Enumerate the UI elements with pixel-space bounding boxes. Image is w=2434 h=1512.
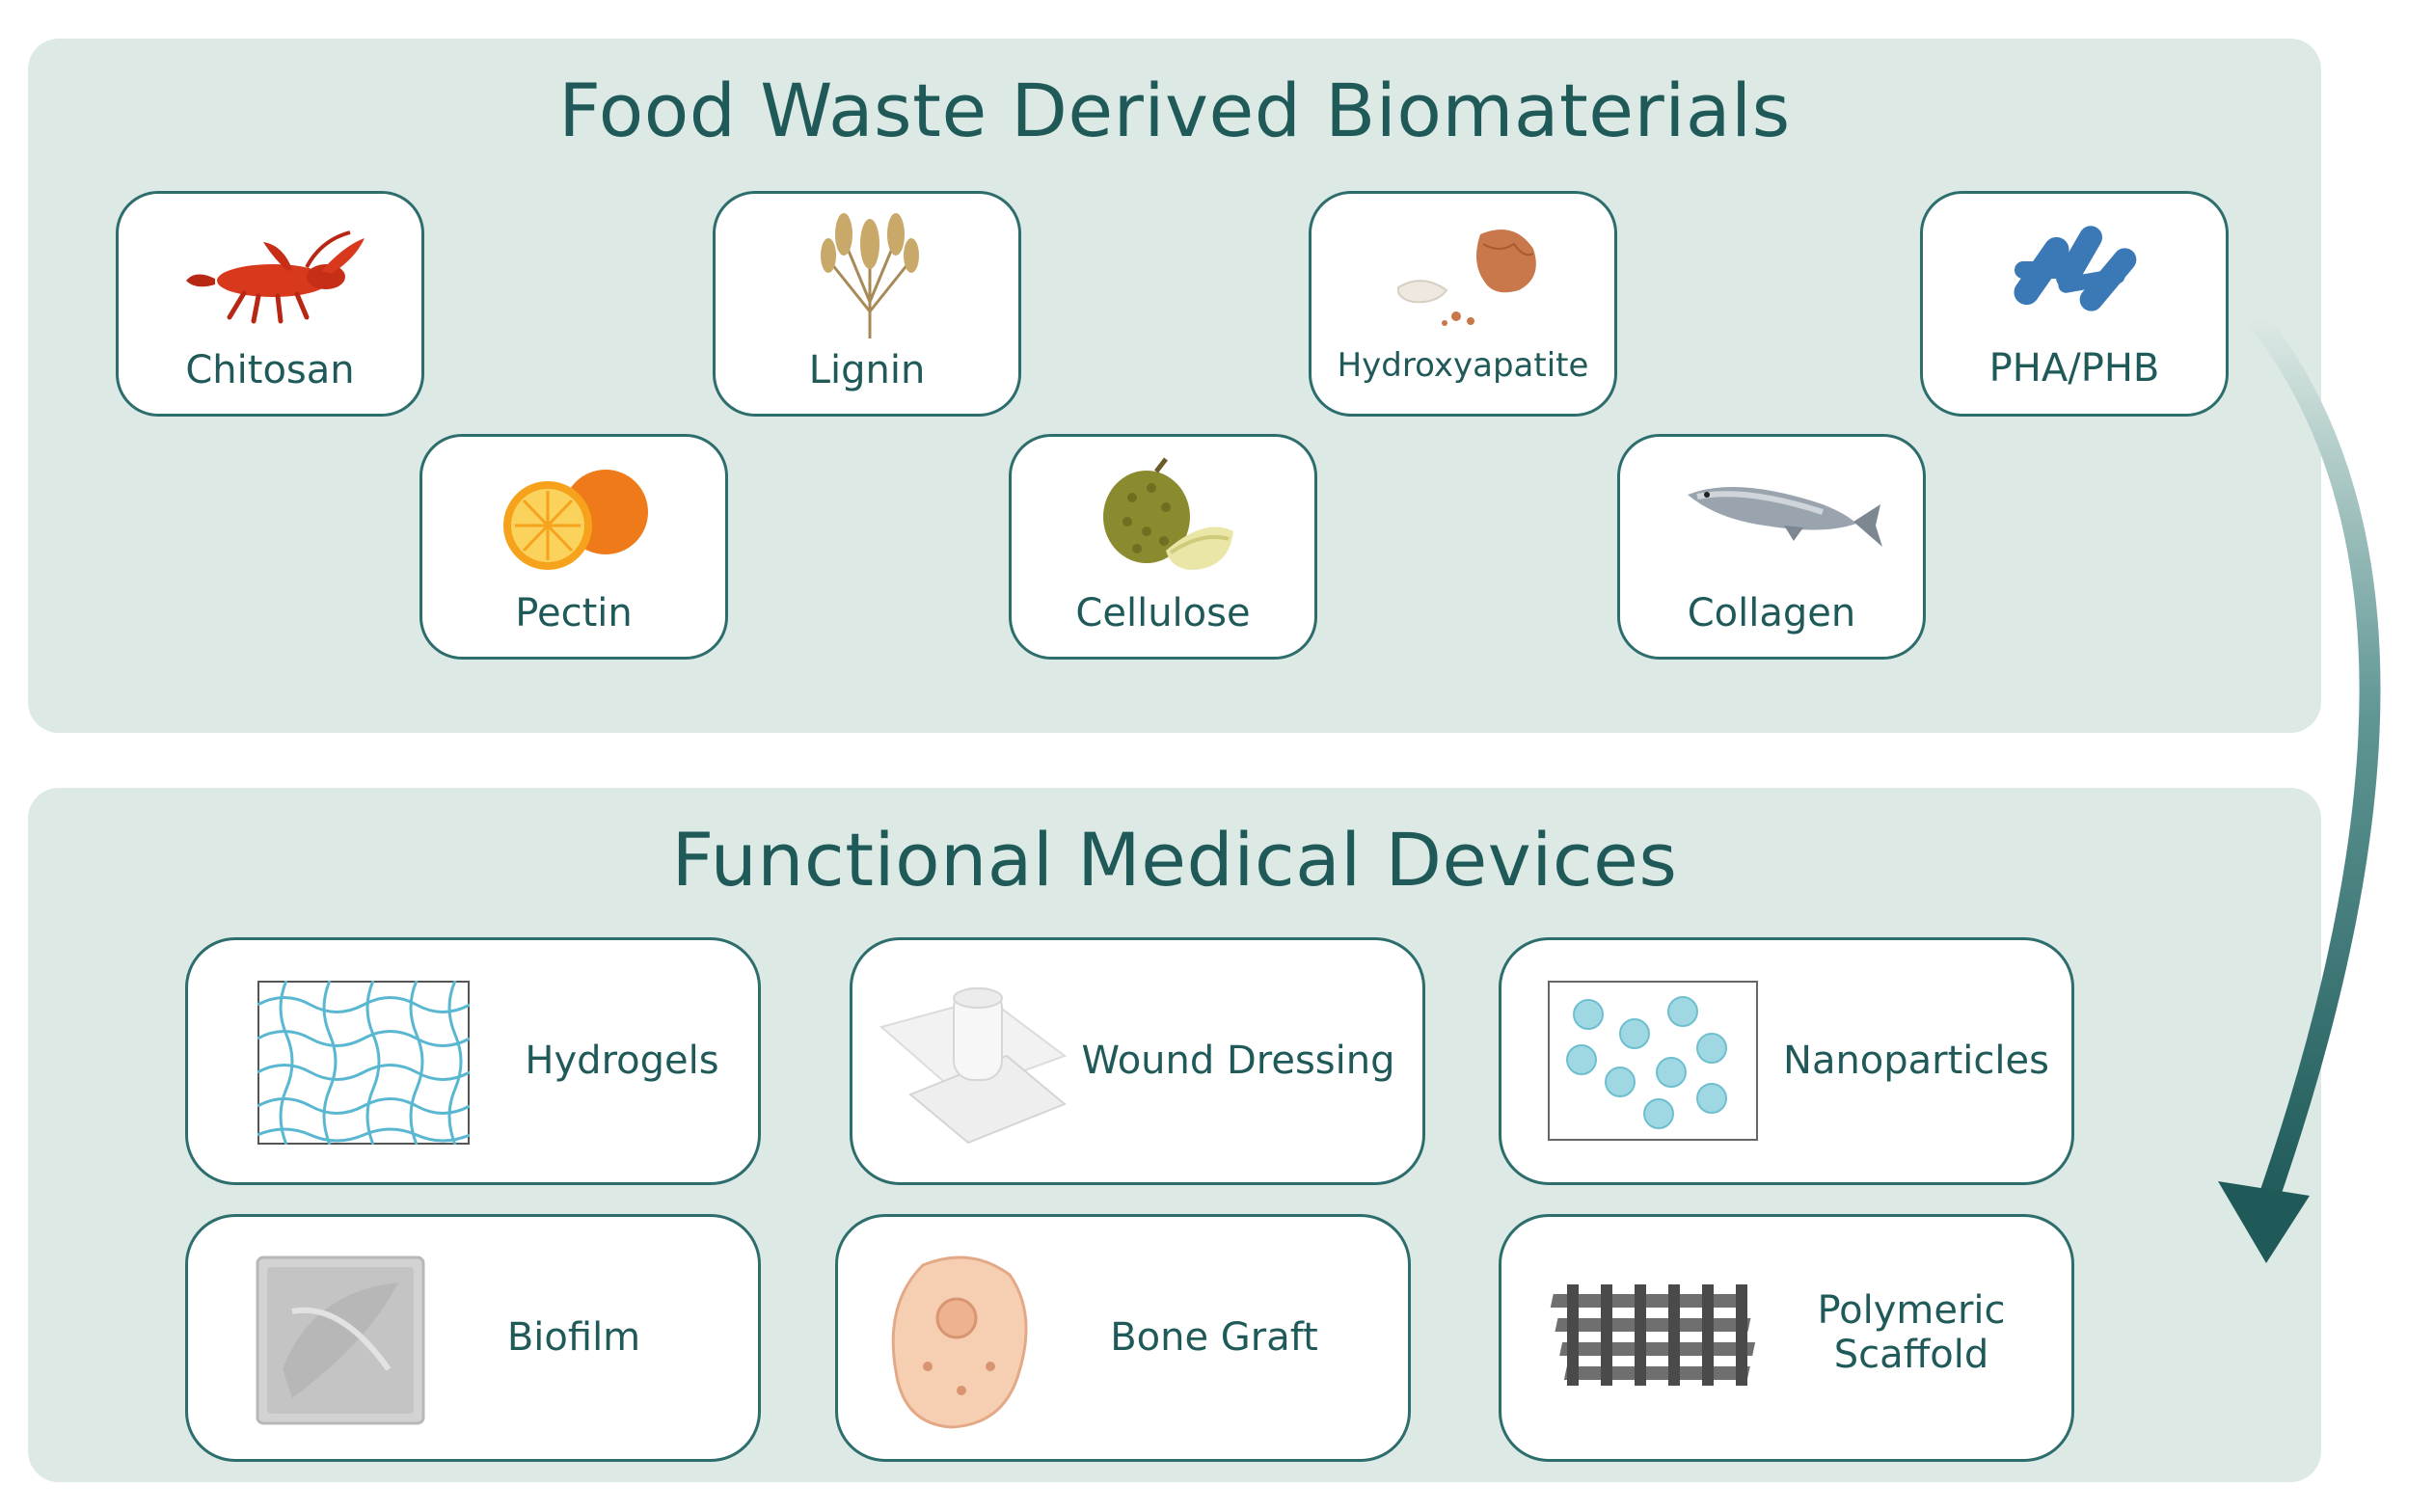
cell-icon	[891, 1256, 1028, 1429]
card-bone-graft: Bone Graft	[835, 1214, 1411, 1462]
card-wound-dressing: Wound Dressing	[850, 937, 1425, 1185]
card-label: PHA/PHB	[1988, 346, 2160, 391]
biomaterials-title: Food Waste Derived Biomaterials	[558, 68, 1791, 153]
gauze-icon	[879, 987, 1068, 1145]
card-label: Chitosan	[185, 348, 355, 392]
lobster-icon	[186, 230, 365, 324]
card-label: Cellulose	[1075, 591, 1251, 635]
durian-icon	[1103, 457, 1233, 570]
card-label-line: Scaffold	[1833, 1333, 1989, 1377]
bacteria-icon	[2014, 226, 2137, 311]
card-chitosan: Chitosan	[116, 191, 424, 417]
scaffold-icon	[1550, 1284, 1756, 1386]
devices-panel: Functional Medical Devices Hydrogels	[28, 788, 2321, 1482]
card-label: Nanoparticles	[1783, 1039, 2049, 1083]
card-label: Pectin	[515, 591, 633, 635]
card-hydroxyapatite: Hydroxyapatite	[1309, 191, 1617, 417]
wheat-icon	[821, 213, 919, 338]
card-label: Collagen	[1687, 591, 1856, 635]
card-label: Hydrogels	[525, 1039, 719, 1083]
biomaterials-panel: Food Waste Derived Biomaterials Chitosan	[28, 39, 2321, 733]
card-collagen: Collagen	[1617, 434, 1926, 660]
card-pectin: Pectin	[419, 434, 728, 660]
card-pha-phb: PHA/PHB	[1920, 191, 2229, 417]
card-label-line: Polymeric	[1817, 1288, 2006, 1333]
hydrogel-mesh-icon	[257, 981, 470, 1145]
biofilm-icon	[256, 1256, 425, 1425]
card-label: Lignin	[808, 348, 926, 392]
card-polymeric-scaffold: Polymeric Scaffold	[1499, 1214, 2074, 1462]
card-label: Polymeric Scaffold	[1791, 1288, 2032, 1377]
card-biofilm: Biofilm	[185, 1214, 761, 1462]
card-label: Wound Dressing	[1081, 1039, 1395, 1083]
card-label: Biofilm	[506, 1315, 641, 1360]
card-label: Hydroxyapatite	[1337, 346, 1589, 385]
card-label: Bone Graft	[1110, 1315, 1318, 1360]
eggshell-icon	[1396, 230, 1536, 326]
orange-icon	[503, 470, 648, 570]
card-cellulose: Cellulose	[1009, 434, 1317, 660]
fish-icon	[1688, 487, 1882, 547]
nanoparticles-icon	[1548, 981, 1758, 1141]
card-hydrogels: Hydrogels	[185, 937, 761, 1185]
card-lignin: Lignin	[713, 191, 1021, 417]
devices-title: Functional Medical Devices	[671, 817, 1678, 903]
card-nanoparticles: Nanoparticles	[1499, 937, 2074, 1185]
